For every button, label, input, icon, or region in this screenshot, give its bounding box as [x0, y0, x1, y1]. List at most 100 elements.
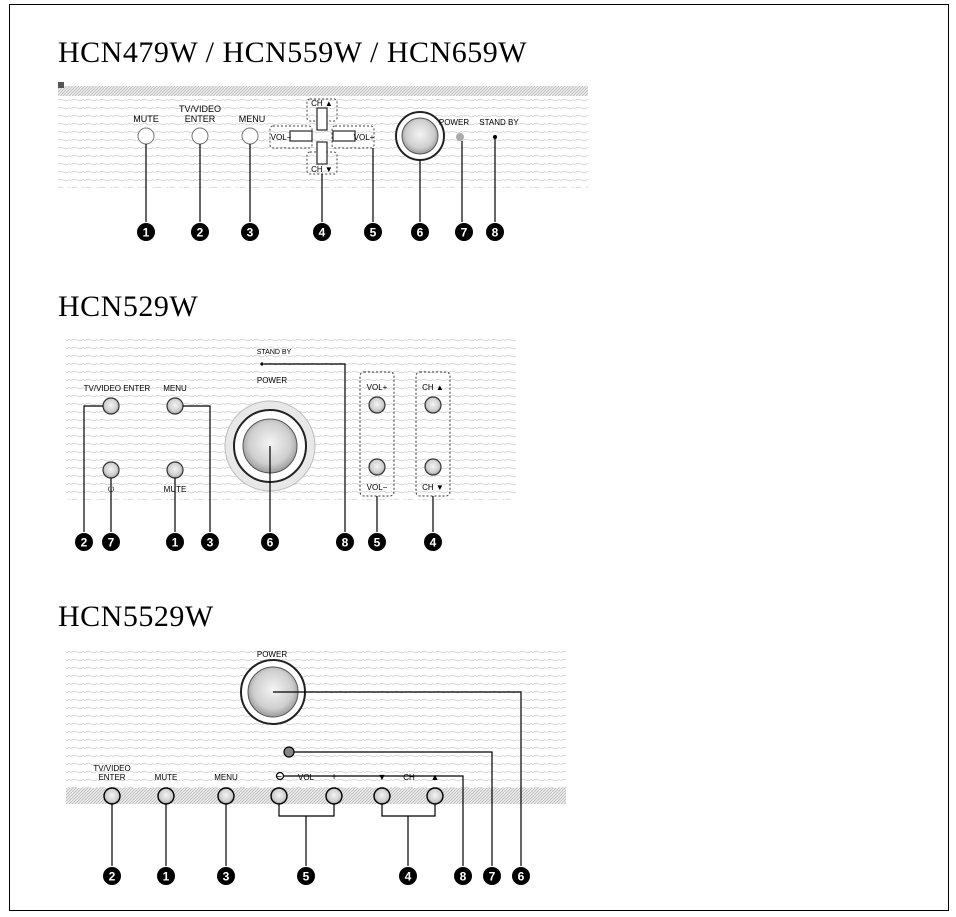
vol-minus-button[interactable] — [270, 787, 288, 805]
callout-7: 7 — [102, 533, 120, 551]
svg-text:7: 7 — [108, 536, 115, 550]
section-title-2: HCN529W — [58, 290, 199, 323]
svg-text:4: 4 — [430, 536, 437, 550]
ch-label: CH — [403, 773, 415, 782]
mute-label: MUTE — [133, 114, 159, 124]
callout-7: 7 — [455, 223, 473, 241]
power-label: POWER — [257, 650, 287, 659]
svg-text:6: 6 — [267, 536, 274, 550]
ch-down-button[interactable] — [373, 787, 391, 805]
power-label: POWER — [257, 376, 287, 385]
svg-text:1: 1 — [172, 536, 179, 550]
callout-3: 3 — [201, 533, 219, 551]
svg-text:3: 3 — [247, 226, 254, 240]
svg-text:8: 8 — [342, 536, 349, 550]
menu-label: MENU — [163, 384, 187, 393]
tvvideo-label-line1: TV/VIDEO — [93, 764, 130, 773]
svg-text:3: 3 — [207, 536, 214, 550]
svg-text:2: 2 — [109, 870, 116, 884]
section-title-3: HCN5529W — [58, 600, 214, 633]
power-button-1[interactable]: POWER — [395, 111, 469, 161]
callout-row-3: 2 1 3 5 4 8 7 6 — [103, 867, 530, 885]
callout-7: 7 — [483, 867, 501, 885]
vol-minus-label: VOL− — [367, 483, 388, 492]
vol-plus-label: VOL+ — [367, 383, 388, 392]
callout-4: 4 — [313, 223, 331, 241]
callout-4: 4 — [424, 533, 442, 551]
callout-2: 2 — [75, 533, 93, 551]
standby-indicator-3 — [275, 771, 285, 781]
ch-up-label: CH ▲ — [311, 99, 333, 108]
svg-text:1: 1 — [163, 870, 170, 884]
leader-lines-2 — [83, 363, 434, 532]
svg-text:2: 2 — [197, 226, 204, 240]
vol-plus-button[interactable] — [325, 787, 343, 805]
vol-minus-label: VOL− — [271, 133, 292, 142]
tvvideo-label-line2: ENTER — [98, 773, 125, 782]
callout-row-1: 1 2 3 4 5 6 7 8 — [137, 223, 504, 241]
panel-section-1: MUTE TV/VIDEO ENTER MENU CH ▲ CH ▼ VOL− … — [58, 82, 588, 241]
ch-up-label: CH ▲ — [422, 383, 444, 392]
callout-4: 4 — [399, 867, 417, 885]
svg-text:8: 8 — [460, 870, 467, 884]
mute-button-3[interactable]: MUTE — [155, 773, 178, 805]
callout-5: 5 — [297, 867, 315, 885]
svg-text:7: 7 — [461, 226, 468, 240]
svg-text:7: 7 — [489, 870, 496, 884]
svg-text:4: 4 — [405, 870, 412, 884]
callout-1: 1 — [137, 223, 155, 241]
svg-text:4: 4 — [319, 226, 326, 240]
menu-label: MENU — [239, 114, 266, 124]
leader-lines-1 — [145, 139, 496, 222]
ch-down-label: CH ▼ — [311, 165, 333, 174]
channel-group-2[interactable]: CH ▲ CH ▼ — [415, 371, 451, 497]
ch-down-label: CH ▼ — [422, 483, 444, 492]
callout-1: 1 — [157, 867, 175, 885]
mute-label: MUTE — [155, 773, 178, 782]
ch-down-button[interactable] — [424, 458, 442, 476]
ch-up-button[interactable] — [424, 396, 442, 414]
section-title-1: HCN479W / HCN559W / HCN659W — [58, 36, 528, 69]
svg-text:3: 3 — [223, 870, 230, 884]
standby-indicator-1: STAND BY — [479, 118, 519, 139]
callout-6: 6 — [261, 533, 279, 551]
callout-1: 1 — [166, 533, 184, 551]
svg-text:8: 8 — [492, 226, 499, 240]
leader-lines-3 — [111, 691, 522, 866]
svg-text:6: 6 — [417, 226, 424, 240]
navigation-pad[interactable]: CH ▲ CH ▼ VOL− VOL+ — [269, 98, 375, 175]
ch-down-label: ▼ — [378, 772, 387, 782]
volume-group-3[interactable]: − VOL + — [270, 772, 343, 805]
callout-5: 5 — [368, 533, 386, 551]
callout-6: 6 — [512, 867, 530, 885]
svg-text:1: 1 — [143, 226, 150, 240]
tvvideo-label-line1: TV/VIDEO — [179, 104, 221, 114]
channel-group-3[interactable]: ▼ CH ▲ — [373, 772, 444, 805]
vol-label: VOL — [298, 773, 315, 782]
remote-sensor-3 — [283, 746, 295, 758]
vol-plus-button[interactable] — [368, 396, 386, 414]
ch-up-label: ▲ — [431, 772, 440, 782]
svg-text:2: 2 — [81, 536, 88, 550]
vol-minus-button[interactable] — [368, 458, 386, 476]
svg-text:5: 5 — [370, 226, 377, 240]
callout-8: 8 — [454, 867, 472, 885]
callout-row-2: 2 7 1 3 6 8 5 4 — [75, 533, 442, 551]
menu-button-2[interactable]: MENU — [163, 384, 187, 415]
callout-2: 2 — [103, 867, 121, 885]
ch-up-button[interactable] — [426, 787, 444, 805]
page-frame — [9, 4, 949, 911]
power-label: POWER — [439, 118, 469, 127]
standby-indicator-2: STAND BY — [257, 349, 292, 366]
callout-2: 2 — [191, 223, 209, 241]
svg-text:6: 6 — [518, 870, 525, 884]
volume-group-2[interactable]: VOL+ VOL− — [359, 371, 395, 497]
panel-section-2: STAND BY POWER TV/VIDEO ENTER MENU ⏻ MUT… — [66, 336, 516, 551]
vol-plus-label: VOL+ — [354, 133, 375, 142]
tvvideo-label: TV/VIDEO ENTER — [84, 384, 151, 393]
svg-text:5: 5 — [303, 870, 310, 884]
standby-label: STAND BY — [479, 118, 519, 127]
tvvideo-label-line2: ENTER — [185, 114, 216, 124]
panel-section-3: POWER TV/VIDEO ENTER MUTE MENU − VOL + ▼ — [66, 648, 566, 885]
